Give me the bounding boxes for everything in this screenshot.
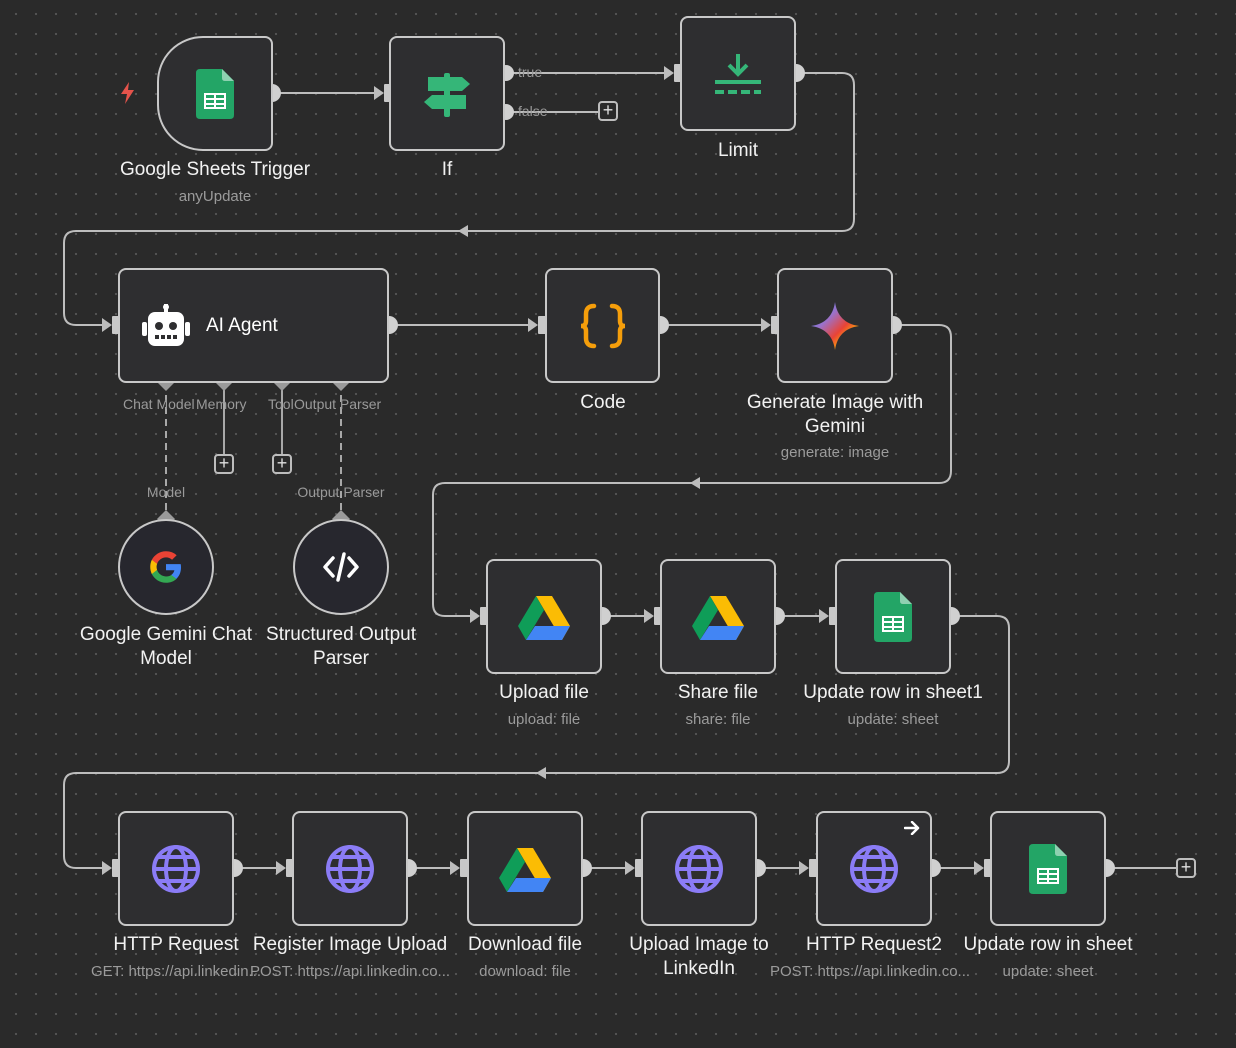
globe-icon <box>675 844 723 893</box>
node-update-row-sheet1[interactable] <box>835 559 951 674</box>
node-subtitle: download: file <box>479 963 571 980</box>
node-title: Google Sheets Trigger <box>119 159 311 180</box>
node-subtitle: generate: image <box>780 444 890 461</box>
node-title: Structured Output Parser <box>266 624 416 669</box>
lightning-icon <box>121 82 134 104</box>
node-title: Google Gemini Chat Model <box>79 624 253 669</box>
node-subtitle: upload: file <box>507 711 581 728</box>
node-title: Update row in sheet <box>963 934 1133 955</box>
robot-icon <box>142 303 190 346</box>
node-title: Register Image Upload <box>252 934 448 955</box>
node-register-image-upload[interactable] <box>292 811 408 926</box>
node-update-row-sheet[interactable] <box>990 811 1106 926</box>
port-label-output-parser: Output Parser <box>297 484 385 500</box>
branch-true-label: true <box>518 64 543 80</box>
node-subtitle: POST: https://api.linkedin.co... <box>249 963 451 980</box>
node-title: Code <box>580 392 626 413</box>
globe-icon <box>152 844 200 893</box>
node-share-file[interactable] <box>660 559 776 674</box>
node-generate-image-gemini[interactable] <box>777 268 893 383</box>
node-title: HTTP Request2 <box>806 934 942 955</box>
add-node-button[interactable]: + <box>1176 858 1196 878</box>
node-title: Update row in sheet1 <box>803 682 983 703</box>
edge-arrow <box>690 477 700 489</box>
port-label-tool: Tool <box>268 396 294 412</box>
node-title: HTTP Request <box>113 934 239 955</box>
google-sheets-icon <box>874 591 912 642</box>
node-google-gemini-chat-model[interactable] <box>118 519 214 615</box>
port-label-model: Model <box>146 484 186 500</box>
edge-arrow <box>458 225 468 237</box>
node-subtitle: update: sheet <box>1002 963 1094 980</box>
port-label-chat-model: Chat Model <box>123 396 195 412</box>
curly-braces-icon <box>580 303 625 348</box>
google-drive-icon <box>692 595 744 640</box>
download-icon <box>715 53 761 94</box>
node-code[interactable] <box>545 268 660 383</box>
add-node-button[interactable]: + <box>598 101 618 121</box>
node-download-file[interactable] <box>467 811 583 926</box>
node-title: Upload Image to LinkedIn <box>629 934 769 979</box>
node-title: Generate Image with Gemini <box>746 392 924 437</box>
node-google-sheets-trigger[interactable] <box>157 36 273 151</box>
node-upload-file[interactable] <box>486 559 602 674</box>
node-title: Download file <box>467 934 583 955</box>
node-title: Limit <box>717 140 759 161</box>
node-subtitle: update: sheet <box>847 711 939 728</box>
node-ai-agent[interactable]: AI Agent <box>118 268 389 383</box>
branch-false-label: false <box>518 103 548 119</box>
node-http-request2[interactable] <box>816 811 932 926</box>
node-upload-image-linkedin[interactable] <box>641 811 757 926</box>
node-subtitle: share: file <box>685 711 751 728</box>
node-http-request[interactable] <box>118 811 234 926</box>
globe-icon <box>326 844 374 893</box>
port-label-memory: Memory <box>196 396 247 412</box>
add-memory-button[interactable]: + <box>214 454 234 474</box>
gemini-sparkle-icon <box>811 301 859 350</box>
node-title: If <box>441 159 453 180</box>
globe-icon <box>850 844 898 893</box>
node-structured-output-parser[interactable] <box>293 519 389 615</box>
node-title: Share file <box>677 682 759 703</box>
node-subtitle: anyUpdate <box>178 188 252 205</box>
google-drive-icon <box>518 595 570 640</box>
node-limit[interactable] <box>680 16 796 131</box>
node-subtitle: POST: https://api.linkedin.co... <box>769 963 971 980</box>
port-label-output-parser: Output Parser <box>294 396 382 412</box>
node-subtitle: GET: https://api.linkedin... <box>90 963 262 980</box>
node-title: Upload file <box>499 682 589 703</box>
edge-arrow <box>536 767 546 779</box>
google-sheets-icon <box>1029 843 1067 894</box>
node-if[interactable] <box>389 36 505 151</box>
code-tag-icon <box>323 552 359 582</box>
add-tool-button[interactable]: + <box>272 454 292 474</box>
signpost-icon <box>424 72 470 117</box>
google-g-icon <box>150 551 181 583</box>
node-title: AI Agent <box>206 314 278 336</box>
arrow-right-icon <box>904 821 920 835</box>
google-drive-icon <box>499 847 551 892</box>
google-sheets-icon <box>196 68 234 119</box>
